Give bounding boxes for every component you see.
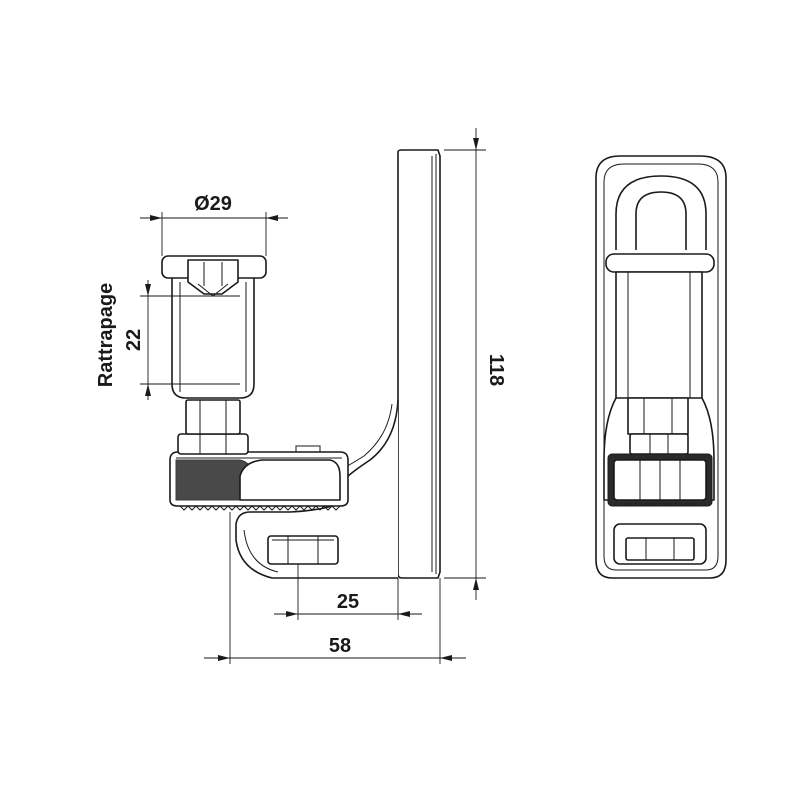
adjustment-label: Rattrapage: [95, 283, 117, 387]
height-label: 118: [485, 354, 507, 386]
front-bolt: [627, 397, 689, 455]
offset-dimension: 25: [274, 564, 422, 620]
bolt-shank: [185, 399, 241, 435]
front-bottom-window: [613, 523, 707, 565]
height-dimension: 118: [444, 128, 507, 600]
front-view: [595, 155, 727, 579]
side-view: [161, 149, 441, 579]
adjustment-dimension: 22 Rattrapage: [95, 280, 240, 400]
width-label: 58: [329, 635, 351, 657]
hinge-bar: [605, 253, 715, 273]
hanger-loop: [615, 175, 707, 250]
ratchet-plate: [169, 445, 349, 511]
offset-label: 25: [337, 591, 359, 613]
l-bracket: [235, 399, 399, 579]
diameter-dimension: Ø29: [140, 193, 288, 256]
width-dimension: 58: [204, 512, 466, 664]
front-ratchet-block: [607, 453, 713, 507]
lower-nut: [267, 535, 339, 565]
adjustment-value: 22: [123, 329, 145, 351]
hex-nut: [177, 433, 249, 455]
cylinder-cap: [161, 255, 267, 297]
wall-plate: [397, 149, 441, 579]
front-column: [615, 271, 703, 399]
cylinder-body: [171, 275, 255, 399]
diameter-label: Ø29: [194, 193, 232, 215]
